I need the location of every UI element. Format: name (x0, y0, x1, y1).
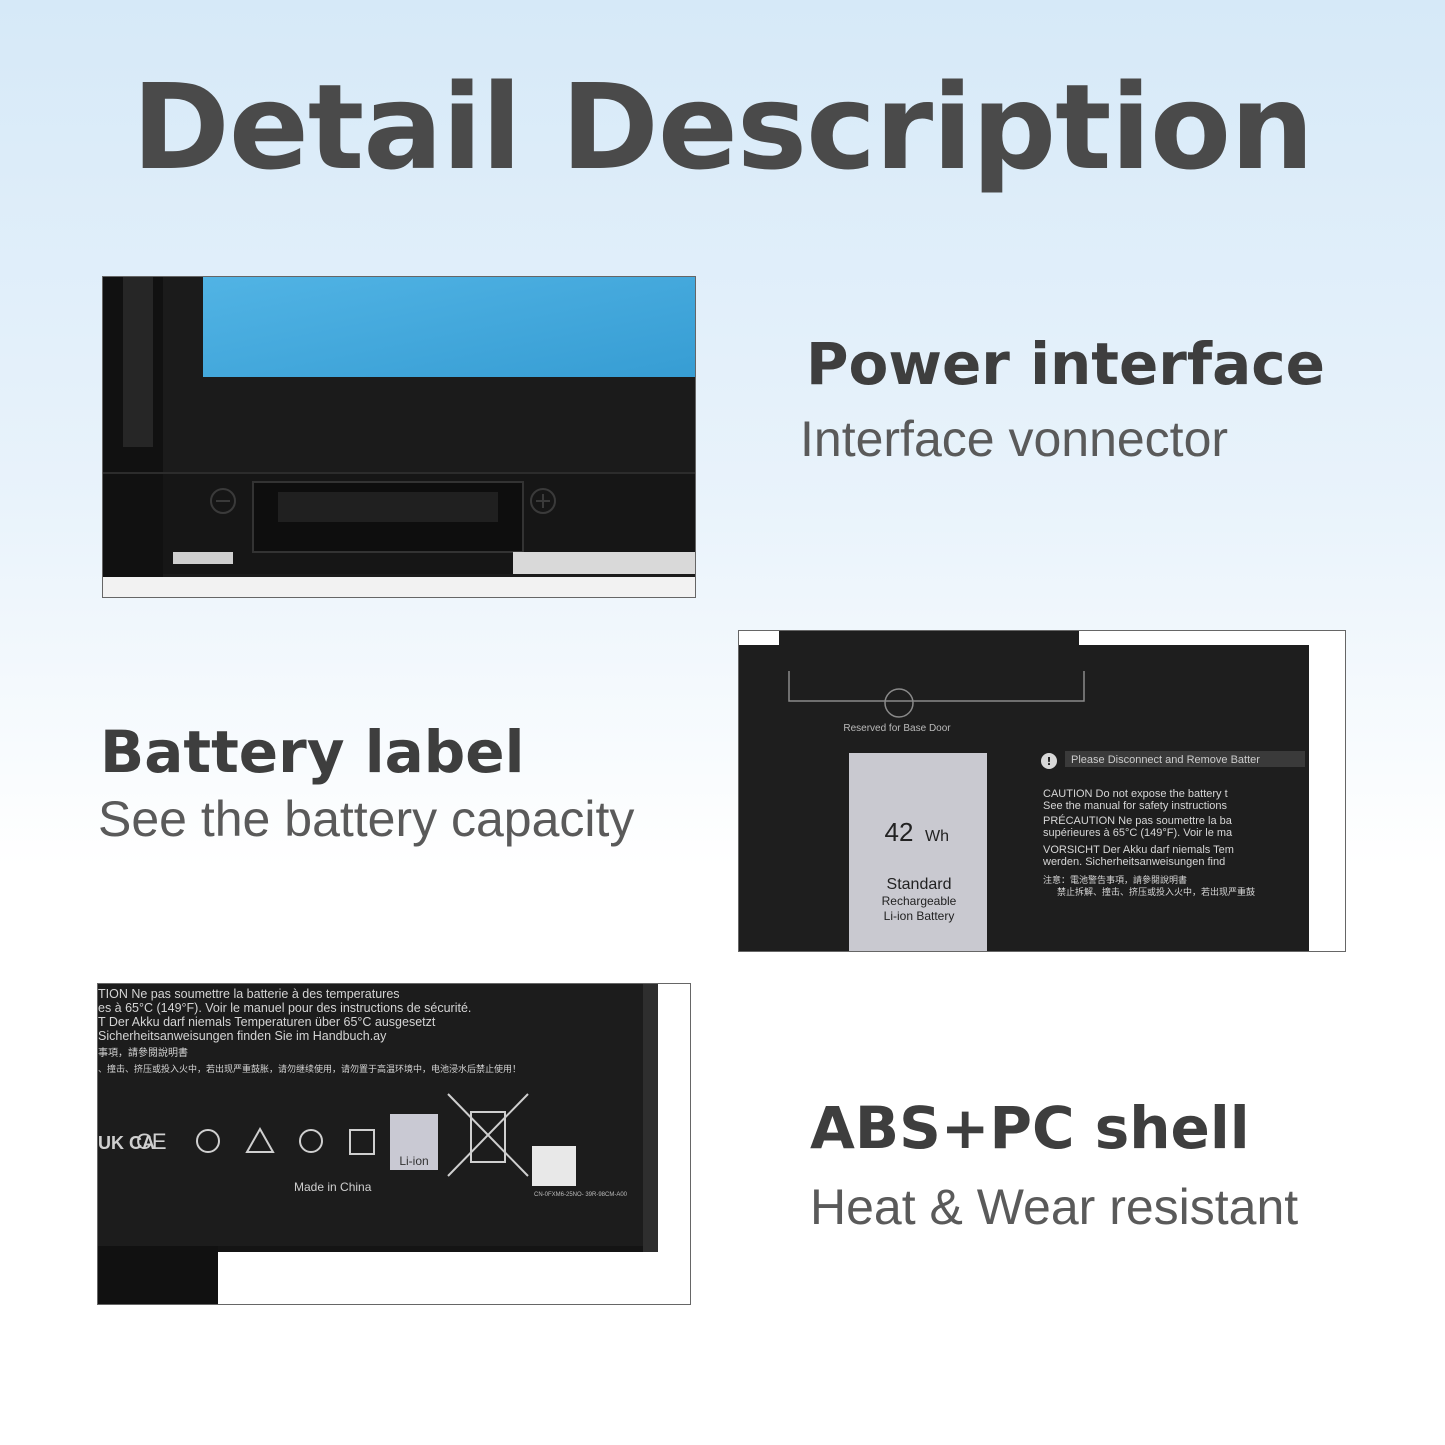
section-heading-label: Battery label (100, 718, 525, 786)
battery-label-photo: Reserved for Base Door 42 Wh Standard Re… (738, 630, 1346, 952)
section-subtitle-shell: Heat & Wear resistant (810, 1179, 1299, 1235)
eco-icon (299, 1129, 323, 1153)
caution-line: 禁止拆解、撞击、挤压或投入火中，若出现严重鼓 (1057, 886, 1255, 897)
caution-line: PRÉCAUTION Ne pas soumettre la ba (1043, 814, 1233, 827)
page-title: Detail Description (131, 58, 1314, 196)
shell-photo: TION Ne pas soumettre la batterie à des … (97, 983, 691, 1305)
caution-line: supérieures à 65°C (149°F). Voir le ma (1043, 827, 1233, 839)
rechargeable-text: Rechargeable (882, 894, 957, 908)
caution-line: VORSICHT Der Akku darf niemals Tem (1043, 844, 1234, 856)
shell-line: 、撞击、挤压或投入火中，若出现严重鼓胀，请勿继续使用，请勿置于高温环境中，电池浸… (98, 1063, 521, 1074)
caution-line: werden. Sicherheitsanweisungen find (1042, 856, 1225, 868)
shell-line: es à 65°C (149°F). Voir le manuel pour d… (98, 1001, 471, 1015)
made-in-text: Made in China (294, 1180, 372, 1194)
ce-mark: CE (136, 1129, 167, 1154)
reserved-text: Reserved for Base Door (843, 723, 951, 734)
section-heading-power: Power interface (806, 330, 1325, 398)
capacity-unit: Wh (925, 828, 949, 845)
section-subtitle-label: See the battery capacity (98, 791, 635, 847)
cert-icon (349, 1129, 375, 1155)
capacity-value: 42 (885, 817, 914, 847)
battery-type-text: Li-ion Battery (884, 909, 955, 923)
barcode-text: CN-0FXM6-25NO- 39R-98CM-A00 (534, 1192, 628, 1198)
weee-bin-icon (447, 1093, 529, 1177)
shell-line: 事項，請參閱說明書 (98, 1046, 188, 1059)
shell-line: T Der Akku darf niemals Temperaturen übe… (98, 1015, 436, 1029)
shell-line: Sicherheitsanweisungen finden Sie im Han… (98, 1029, 387, 1043)
caution-triangle-icon (245, 1126, 275, 1153)
caution-line: See the manual for safety instructions (1043, 800, 1228, 812)
caution-line: 注意：電池警告事項，請參閱說明書 (1043, 874, 1187, 885)
section-subtitle-power: Interface vonnector (800, 411, 1229, 467)
power-interface-photo (102, 276, 696, 598)
recycle-label: Li-ion (399, 1154, 428, 1168)
warning-text: Please Disconnect and Remove Batter (1071, 754, 1260, 766)
ukca-mark: UK CA (98, 1133, 155, 1153)
warning-icon (1041, 753, 1057, 769)
shell-line: TION Ne pas soumettre la batterie à des … (98, 987, 400, 1001)
caution-line: CAUTION Do not expose the battery t (1043, 788, 1228, 800)
recycle-icon (390, 1114, 438, 1170)
svg-text:!: ! (1046, 755, 1051, 768)
section-heading-shell: ABS+PC shell (810, 1094, 1250, 1162)
barcode (532, 1146, 576, 1186)
standard-text: Standard (887, 876, 952, 893)
safety-icon (196, 1129, 220, 1153)
